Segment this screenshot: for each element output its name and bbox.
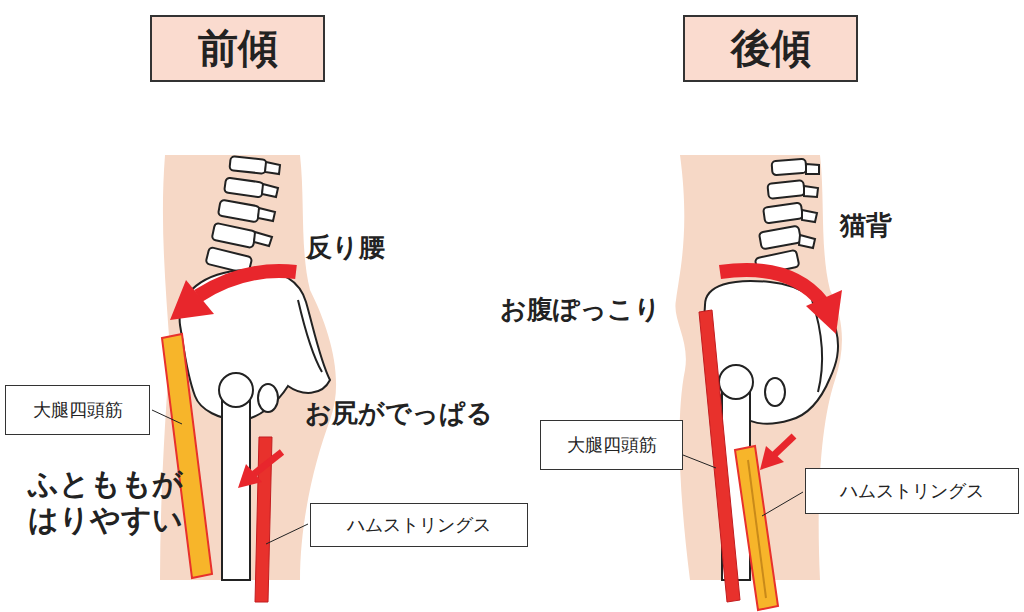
tilt-arrow [720,270,822,302]
leader-line [152,410,803,544]
muscle-label-box: ハムストリングス [310,503,528,547]
pull-arrow [254,452,282,474]
annotation-text: ふとももが はりやすい [28,466,190,538]
hamstring-muscle [735,446,778,610]
muscle-name: 大腿四頭筋 [33,398,123,422]
muscle-label-box: 大腿四頭筋 [540,420,683,470]
title-box: 前傾 [150,15,325,82]
spine [755,159,819,275]
annotation-text: 反り腰 [306,232,385,263]
quadriceps-muscle [699,310,740,602]
annotation-text: お尻がでっぱる [305,398,493,429]
muscle-name: ハムストリングス [840,479,984,503]
tilt-arrow [198,271,296,296]
hamstring-inner [748,460,766,598]
pelvis-bone [180,270,330,420]
tilt-arrow-head [170,280,214,320]
title-text: 後傾 [731,21,811,76]
muscle-label-box: 大腿四頭筋 [5,385,150,435]
title-box: 後傾 [683,15,858,82]
tilt-arrow-head [806,290,842,334]
quadriceps-muscle [162,334,212,578]
pull-arrow [774,436,794,455]
muscle-name: ハムストリングス [347,513,491,537]
muscle-name: 大腿四頭筋 [567,433,657,457]
title-text: 前傾 [198,21,278,76]
muscle-label-box: ハムストリングス [805,468,1019,514]
pull-arrow-head [238,464,262,488]
pull-arrow-head [760,446,784,470]
spine [205,156,280,274]
annotation-text: 猫背 [840,210,892,241]
annotation-text: お腹ぽっこり [500,294,661,325]
